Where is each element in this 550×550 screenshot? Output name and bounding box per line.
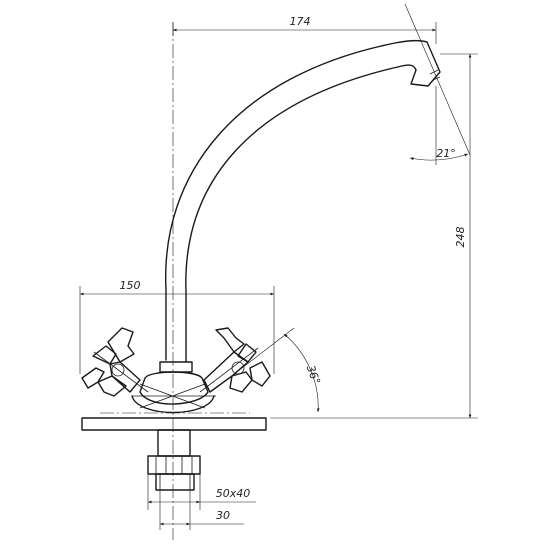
dim-label-30: 30 <box>216 509 230 522</box>
dim-label-50x40: 50x40 <box>216 487 251 500</box>
dimension-base-size: 50x40 <box>147 474 256 510</box>
dim-label-174: 174 <box>290 15 311 28</box>
dimension-handle-span: 150 <box>79 279 275 374</box>
spout <box>159 39 441 373</box>
right-cross-handle <box>199 327 271 393</box>
dim-label-248: 248 <box>454 227 467 248</box>
dim-label-21deg: 21° <box>436 147 456 160</box>
dimension-handle-angle: 36° <box>215 327 323 413</box>
dimension-spout-reach: 174 <box>172 15 437 44</box>
dim-label-36deg: 36° <box>304 363 323 386</box>
left-cross-handle <box>81 327 149 397</box>
dimension-height: 248 <box>270 53 478 419</box>
dimension-nut-size: 30 <box>159 490 244 530</box>
deck-plate <box>81 417 267 431</box>
mounting-shank <box>147 429 201 491</box>
dimension-spout-angle: 21° <box>404 3 471 165</box>
faucet-body <box>131 371 216 414</box>
dim-label-150: 150 <box>120 279 141 292</box>
